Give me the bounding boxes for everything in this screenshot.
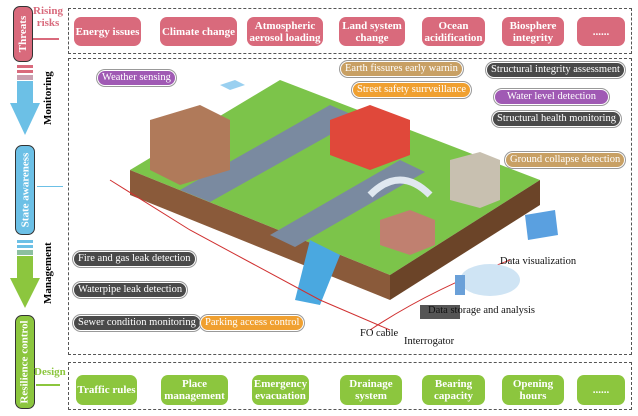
resilience-control-label: Resilience control (19, 320, 32, 404)
structural-integrity-label: Structural integrity assessment (486, 62, 625, 78)
waterpipe-label: Waterpipe leak detection (73, 282, 188, 298)
design-drainage: Drainage system (340, 375, 402, 405)
data-visualization-label: Data visualization (500, 256, 577, 267)
monitoring-label: Monitoring (42, 71, 54, 125)
cloud-icon (460, 264, 520, 296)
earth-fissures-label: Earth fissures early warnin (340, 61, 463, 77)
threat-aerosol: Atmospheric aerosol loading (247, 17, 323, 46)
office-building (450, 152, 500, 208)
state-awareness-arrow (37, 186, 63, 187)
design-label: Design (34, 366, 66, 378)
bridge (367, 176, 433, 198)
threat-energy: Energy issues (74, 17, 141, 46)
structural-health-label: Structural health monitoring (492, 111, 621, 127)
threat-ocean: Ocean acidification (422, 17, 485, 46)
threat-land: Land system change (339, 17, 405, 46)
design-place: Place management (161, 375, 228, 405)
monitoring-frame (68, 58, 632, 355)
management-label: Management (42, 242, 54, 304)
parking-label: Parking access control (200, 315, 305, 331)
data-storage-label: Data storage and analysis (428, 305, 536, 316)
design-frame (68, 362, 632, 410)
street-safety-label: Street safety surrveillance (352, 82, 472, 98)
design-arrow (36, 384, 60, 386)
threats-box: Threats (13, 6, 33, 62)
state-awareness-label: State awareness (19, 152, 31, 228)
sewer-label: Sewer condition monitoring (73, 315, 201, 331)
rising-risks-arrow (33, 38, 59, 40)
resilience-control-box: Resilience control (15, 315, 35, 409)
fire-gas-label: Fire and gas leak detection (73, 251, 196, 267)
design-more: ...... (577, 375, 625, 405)
hotel-building (380, 210, 435, 255)
threat-biosphere: Biosphere integrity (502, 17, 564, 46)
design-emergency: Emergency evacuation (252, 375, 309, 405)
design-opening: Opening hours (502, 375, 564, 405)
interrogator-label: Interrogator (404, 336, 455, 347)
threat-climate: Climate change (160, 17, 237, 46)
threats-frame (68, 8, 632, 54)
fo-cable-label: FO cable (360, 328, 399, 339)
water-level-label: Water level detection (494, 89, 609, 105)
ground-right-side (390, 180, 540, 300)
interrogator-device (420, 305, 460, 319)
laptop-icon (525, 210, 558, 240)
river (295, 240, 340, 305)
monitoring-arrow-icon (10, 65, 40, 135)
road (180, 105, 360, 202)
weather-cloud-icon (220, 80, 245, 90)
red-building (330, 105, 410, 170)
rising-risks-label: Rising risks (33, 5, 63, 29)
ground-collapse-label: Ground collapse detection (505, 152, 626, 168)
design-bearing: Bearing capacity (422, 375, 485, 405)
threats-label: Threats (17, 15, 29, 53)
threat-more: ...... (577, 17, 625, 46)
smart-city-illustration (109, 80, 558, 331)
ground-top (130, 80, 540, 275)
state-awareness-box: State awareness (15, 145, 35, 235)
apartment-building (150, 105, 230, 185)
design-traffic: Traffic rules (76, 375, 137, 405)
management-arrow-icon (10, 240, 40, 308)
database-icon (455, 275, 465, 295)
fo-cable-line (109, 179, 391, 331)
weather-sensing-label: Weather sensing (97, 70, 176, 86)
